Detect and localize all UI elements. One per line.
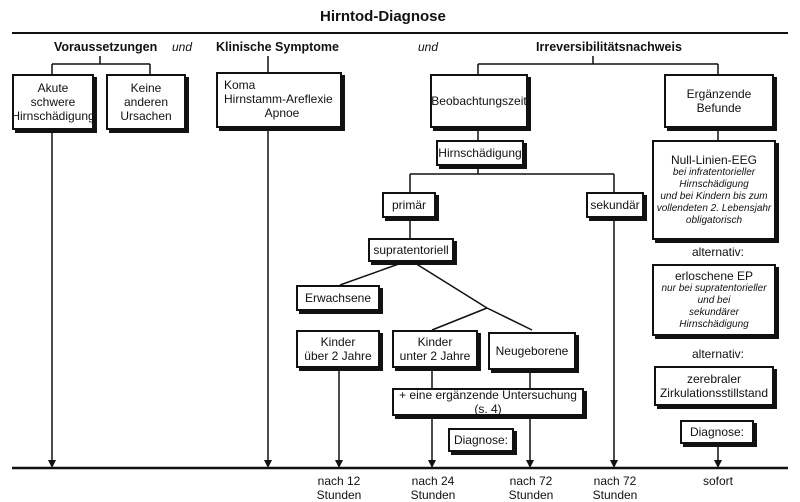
box-zirkulationsstillstand: zerebraler Zirkulationsstillstand	[654, 366, 774, 406]
header-klinische-symptome: Klinische Symptome	[216, 40, 339, 54]
symptom-areflexie: Hirnstamm-Areflexie	[224, 92, 333, 106]
box-ergaenzende-befunde: Ergänzende Befunde	[664, 74, 774, 128]
eeg-note-3: und bei Kindern bis zum	[660, 191, 768, 202]
time-72h-sekundaer: nach 72 Stunden	[592, 474, 638, 502]
eeg-title: Null-Linien-EEG	[670, 153, 758, 167]
box-keine-line-2: Ursachen	[120, 109, 172, 123]
kinder-ueber-line-2: über 2 Jahre	[304, 349, 372, 363]
symptom-apnoe: Apnoe	[264, 106, 300, 120]
box-erloschene-ep: erloschene EP nur bei supratentorieller …	[652, 264, 776, 336]
box-akute-hirnschaedigung: Akute schwere Hirnschädigung	[11, 74, 95, 130]
box-diagnose-1: Diagnose:	[448, 428, 514, 452]
eeg-note-1: bei infratentorieller	[672, 167, 756, 178]
ep-note-1: nur bei supratentorieller	[661, 283, 767, 294]
header-und-2: und	[418, 40, 439, 54]
arrowheads	[48, 460, 722, 468]
box-keine-line-1: Keine anderen	[123, 81, 169, 109]
box-null-linien-eeg: Null-Linien-EEG bei infratentorieller Hi…	[652, 140, 776, 240]
eeg-note-4: vollendeten 2. Lebensjahr	[656, 203, 772, 214]
box-kinder-ueber-2: Kinder über 2 Jahre	[296, 330, 380, 368]
box-beobachtungszeit: Beobachtungszeit	[430, 74, 528, 128]
ep-title: erloschene EP	[674, 269, 754, 283]
box-akute-line-2: Hirnschädigung	[11, 109, 95, 123]
ep-note-3: sekundärer Hirnschädigung	[679, 307, 749, 330]
box-sekundaer: sekundär	[586, 192, 644, 218]
diagram-title: Hirntod-Diagnose	[320, 8, 446, 25]
box-erwachsene: Erwachsene	[296, 285, 380, 311]
alternativ-label-2: alternativ:	[691, 347, 745, 361]
ep-note-2: und bei	[697, 295, 731, 306]
time-sofort: sofort	[702, 474, 733, 488]
eeg-note-2: Hirnschädigung	[679, 179, 749, 190]
header-und-1: und	[172, 40, 193, 54]
kinder-ueber-line-1: Kinder	[320, 335, 356, 349]
time-24h: nach 24 Stunden	[410, 474, 456, 502]
kinder-unter-line-2: unter 2 Jahre	[399, 349, 471, 363]
alternativ-label-1: alternativ:	[691, 245, 745, 259]
box-diagnose-2: Diagnose:	[680, 420, 754, 444]
box-keine-anderen-ursachen: Keine anderen Ursachen	[106, 74, 186, 130]
symptom-koma: Koma	[224, 78, 256, 92]
box-primaer: primär	[382, 192, 436, 218]
zerebral-line-2: Zirkulationsstillstand	[659, 386, 769, 400]
box-akute-line-1: Akute schwere	[30, 81, 76, 109]
box-hirnschaedigung: Hirnschädigung	[436, 140, 524, 166]
header-irreversibilitaet: Irreversibilitätsnachweis	[536, 40, 682, 54]
time-12h: nach 12 Stunden	[316, 474, 362, 502]
box-supratentoriell: supratentoriell	[368, 238, 454, 262]
zerebral-line-1: zerebraler	[686, 372, 742, 386]
kinder-unter-line-1: Kinder	[417, 335, 453, 349]
box-ergaenzende-untersuchung: + eine ergänzende Untersuchung (s. 4)	[392, 388, 584, 416]
box-neugeborene: Neugeborene	[488, 332, 576, 370]
box-klinische-symptome: Koma Hirnstamm-Areflexie Apnoe	[216, 72, 342, 128]
header-voraussetzungen: Voraussetzungen	[54, 40, 158, 54]
eeg-note-5: obligatorisch	[685, 215, 743, 226]
time-72h-neugeborene: nach 72 Stunden	[508, 474, 554, 502]
box-kinder-unter-2: Kinder unter 2 Jahre	[392, 330, 478, 368]
